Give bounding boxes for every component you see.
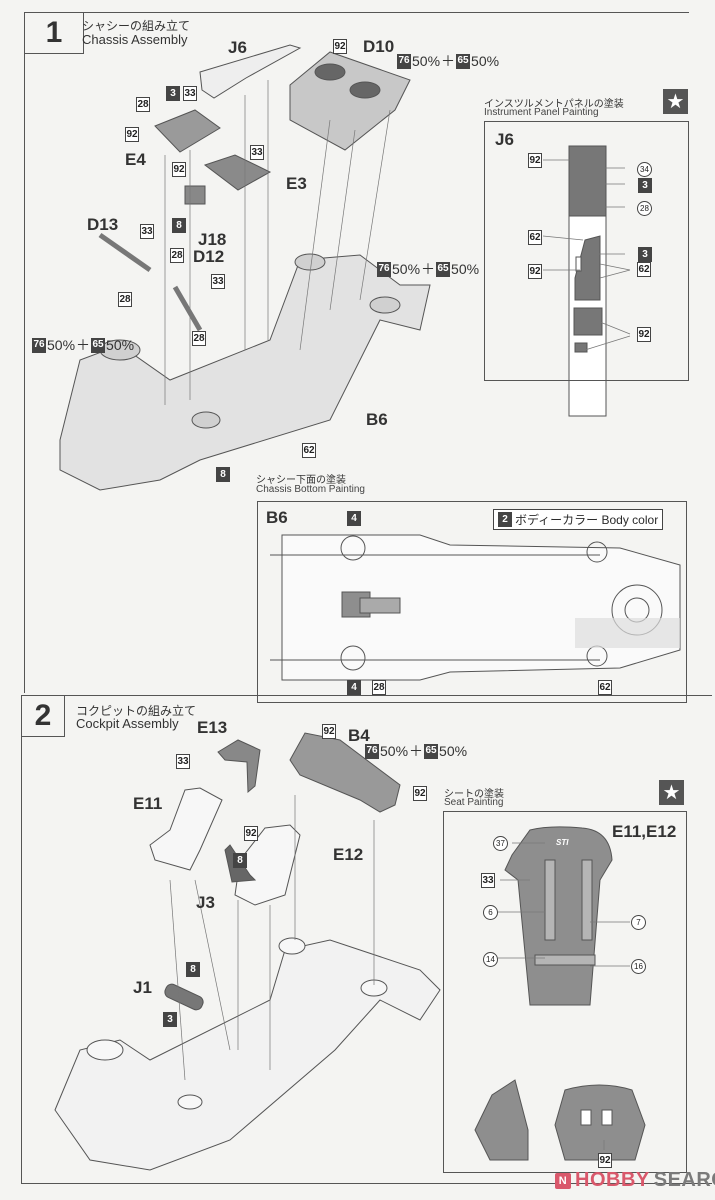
seat-callout-14: 14 xyxy=(483,952,498,967)
part-e13: E13 xyxy=(197,718,228,737)
step2-title-jp: コクピットの組み立て xyxy=(76,704,197,718)
s2-callout-j3-92: 92 xyxy=(244,826,258,841)
callout-d12-28b: 28 xyxy=(192,331,206,346)
seat-painting-title-jp: シートの塗装 xyxy=(444,789,504,800)
s2-callout-j1-3: 3 xyxy=(163,1012,177,1027)
ip-callout-62b: 62 xyxy=(637,262,651,277)
ip-callout-3a: 3 xyxy=(638,178,652,193)
seat-callout-33: 33 xyxy=(481,873,495,888)
callout-e4-33: 33 xyxy=(183,86,197,101)
callout-e4-28: 28 xyxy=(136,97,150,112)
hobby-search-watermark: N HOBBY SEARCH xyxy=(555,1169,715,1192)
s2-callout-j3-8: 8 xyxy=(233,853,247,868)
s2-callout-e13-33: 33 xyxy=(176,754,190,769)
seat-painting-box xyxy=(443,811,687,1173)
ip-callout-92a: 92 xyxy=(528,153,542,168)
instrument-panel-title-jp: インスツルメントパネルの塗装 xyxy=(484,99,624,110)
seat-callout-7: 7 xyxy=(631,915,646,930)
seat-painting-part: E11,E12 xyxy=(612,822,677,841)
chassis-bottom-part: B6 xyxy=(266,508,288,527)
cb-callout-62: 62 xyxy=(598,680,612,695)
step1-title-jp: シャシーの組み立て xyxy=(82,19,191,33)
ip-callout-62a: 62 xyxy=(528,230,542,245)
ip-callout-28: 28 xyxy=(637,201,652,216)
star-icon: ★ xyxy=(659,780,684,805)
body-color-legend: 2 ボディーカラー Body color xyxy=(493,509,664,530)
part-j6: J6 xyxy=(228,38,247,57)
step1-title-en: Chassis Assembly xyxy=(82,32,188,47)
seat-callout-37: 37 xyxy=(493,836,508,851)
part-d13: D13 xyxy=(87,215,119,234)
part-d10: D10 xyxy=(363,37,395,56)
part-j1: J1 xyxy=(133,978,152,997)
callout-d13-33: 33 xyxy=(140,224,154,239)
callout-floor-8: 8 xyxy=(216,467,230,482)
callout-j18-92: 92 xyxy=(172,162,186,177)
part-b6: B6 xyxy=(366,410,388,429)
step2-title-en: Cockpit Assembly xyxy=(76,716,179,731)
callout-d13-28: 28 xyxy=(118,292,132,307)
sti-logo: STI xyxy=(556,838,569,847)
s2-callout-b4-92b: 92 xyxy=(413,786,427,801)
star-icon: ★ xyxy=(663,89,688,114)
callout-e3-33: 33 xyxy=(250,145,264,160)
instrument-panel-title-en: Instrument Panel Painting xyxy=(484,107,599,118)
part-e12: E12 xyxy=(333,845,364,864)
s2-callout-j1-8: 8 xyxy=(186,962,200,977)
step1-frame xyxy=(24,12,689,693)
chassis-bottom-title-en: Chassis Bottom Painting xyxy=(256,484,365,495)
ip-callout-34: 34 xyxy=(637,162,652,177)
part-d12: D12 xyxy=(193,247,225,266)
instrument-panel-part: J6 xyxy=(495,130,514,149)
callout-d12-28a: 28 xyxy=(170,248,184,263)
callout-d10-92: 92 xyxy=(333,39,347,54)
part-j3: J3 xyxy=(196,893,215,912)
seat-callout-6: 6 xyxy=(483,905,498,920)
seat-painting-title-en: Seat Painting xyxy=(444,797,504,808)
part-e4: E4 xyxy=(125,150,146,169)
cb-callout-28: 28 xyxy=(372,680,386,695)
callout-e4-3: 3 xyxy=(166,86,180,101)
cb-callout-4-top: 4 xyxy=(347,511,361,526)
s2-callout-b4-92a: 92 xyxy=(322,724,336,739)
callout-floor-62: 62 xyxy=(302,443,316,458)
step2-number: 2 xyxy=(22,696,65,737)
part-j18: J18 xyxy=(198,230,227,249)
chassis-bottom-box xyxy=(257,501,687,703)
hobby-search-logo-icon: N xyxy=(555,1172,571,1189)
cb-callout-4-bottom: 4 xyxy=(347,680,361,695)
part-e11: E11 xyxy=(133,794,163,813)
seat-callout-16: 16 xyxy=(631,959,646,974)
part-e3: E3 xyxy=(286,174,307,193)
ip-callout-92b: 92 xyxy=(528,264,542,279)
callout-d12-33: 33 xyxy=(211,274,225,289)
seat-callout-92: 92 xyxy=(598,1153,612,1168)
chassis-bottom-title-jp: シャシー下面の塗装 xyxy=(256,475,346,486)
callout-j18-8: 8 xyxy=(172,218,186,233)
step2-frame xyxy=(21,695,712,1184)
step1-number: 1 xyxy=(25,13,84,54)
ip-callout-3b: 3 xyxy=(638,247,652,262)
instrument-panel-box xyxy=(484,121,689,381)
part-b4: B4 xyxy=(348,726,370,745)
ip-callout-92c: 92 xyxy=(637,327,651,342)
callout-e4-92: 92 xyxy=(125,127,139,142)
